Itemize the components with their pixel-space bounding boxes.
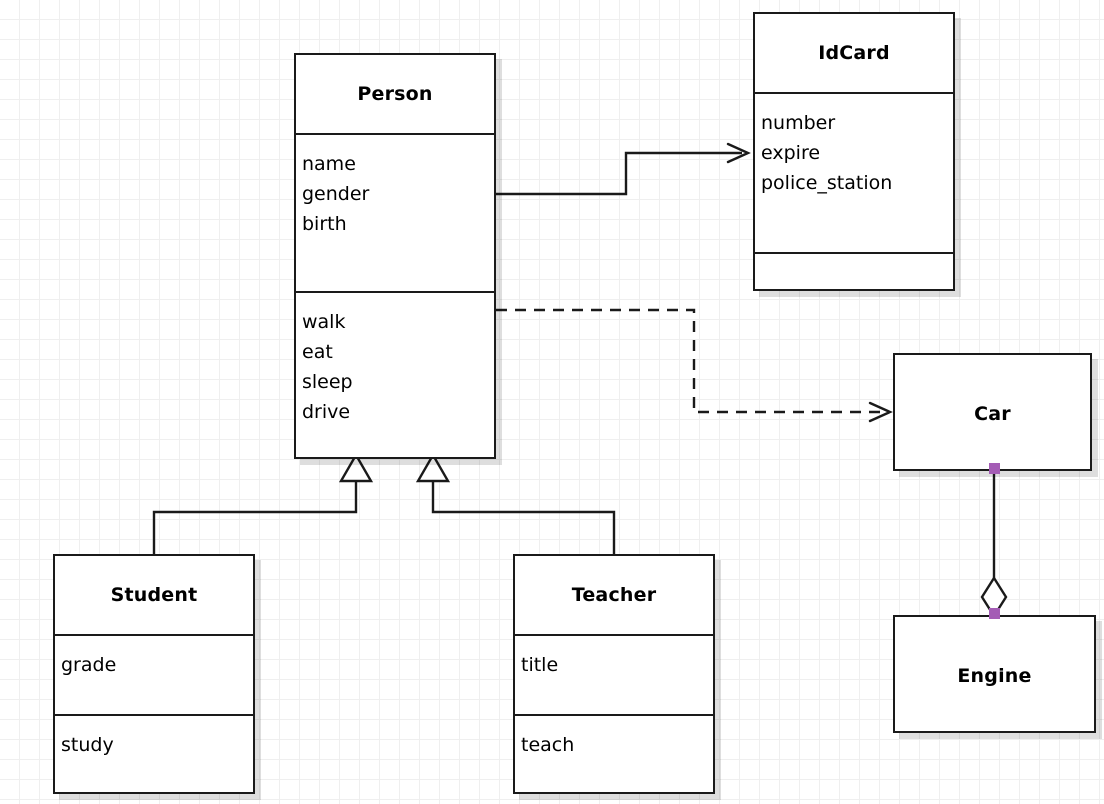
class-name-label: Engine <box>957 665 1032 687</box>
open-arrow-head-icon <box>726 142 751 164</box>
class-attribute: police_station <box>761 172 893 194</box>
class-attribute: title <box>521 654 559 676</box>
uml-class-person[interactable]: Person name gender birth walk eat sleep drive <box>294 53 496 459</box>
class-attributes-compartment: title <box>515 634 713 714</box>
class-attributes-compartment: grade <box>55 634 253 714</box>
class-name-label: Car <box>974 403 1011 425</box>
relationship-person-idcard[interactable] <box>496 142 751 196</box>
class-operation: walk <box>302 311 346 333</box>
class-operations-compartment: study <box>55 714 253 792</box>
open-arrow-head-icon <box>868 401 893 423</box>
uml-class-engine[interactable]: Engine <box>893 615 1096 733</box>
class-title-compartment: Car <box>895 355 1090 473</box>
class-attributes-compartment: number expire police_station <box>755 92 953 252</box>
class-attribute: birth <box>302 213 347 235</box>
generalization-line <box>152 477 358 554</box>
class-operation: sleep <box>302 371 353 393</box>
connector-endpoint-handle[interactable] <box>989 463 1000 474</box>
class-operations-compartment: teach <box>515 714 713 792</box>
class-title-compartment: Student <box>55 556 253 634</box>
class-title-compartment: Teacher <box>515 556 713 634</box>
class-operation: teach <box>521 734 575 756</box>
class-title-compartment: IdCard <box>755 14 953 92</box>
class-name-label: IdCard <box>818 42 890 64</box>
class-operation: study <box>61 734 114 756</box>
class-attribute: grade <box>61 654 117 676</box>
relationship-teacher-person[interactable] <box>415 452 616 554</box>
class-operations-compartment: walk eat sleep drive <box>296 291 494 457</box>
class-operation: drive <box>302 401 351 423</box>
class-title-compartment: Engine <box>895 617 1094 735</box>
class-operations-compartment <box>755 252 953 289</box>
uml-class-student[interactable]: Student grade study <box>53 554 255 794</box>
connector-endpoint-handle[interactable] <box>989 608 1000 619</box>
relationship-car-engine[interactable] <box>980 469 1008 619</box>
association-line <box>496 151 742 196</box>
uml-class-teacher[interactable]: Teacher title teach <box>513 554 715 794</box>
class-attributes-compartment: name gender birth <box>296 133 494 291</box>
uml-class-idcard[interactable]: IdCard number expire police_station <box>753 12 955 291</box>
class-attribute: expire <box>761 142 821 164</box>
generalization-line <box>431 477 616 554</box>
class-name-label: Teacher <box>571 584 657 606</box>
class-attribute: gender <box>302 183 370 205</box>
class-title-compartment: Person <box>296 55 494 133</box>
class-name-label: Person <box>357 83 433 105</box>
class-operation: eat <box>302 341 333 363</box>
class-attribute: number <box>761 112 836 134</box>
class-attribute: name <box>302 153 356 175</box>
relationship-student-person[interactable] <box>152 452 374 554</box>
class-name-label: Student <box>110 584 198 606</box>
uml-class-car[interactable]: Car <box>893 353 1092 471</box>
relationship-person-car[interactable] <box>496 308 893 423</box>
dependency-line <box>496 308 884 414</box>
